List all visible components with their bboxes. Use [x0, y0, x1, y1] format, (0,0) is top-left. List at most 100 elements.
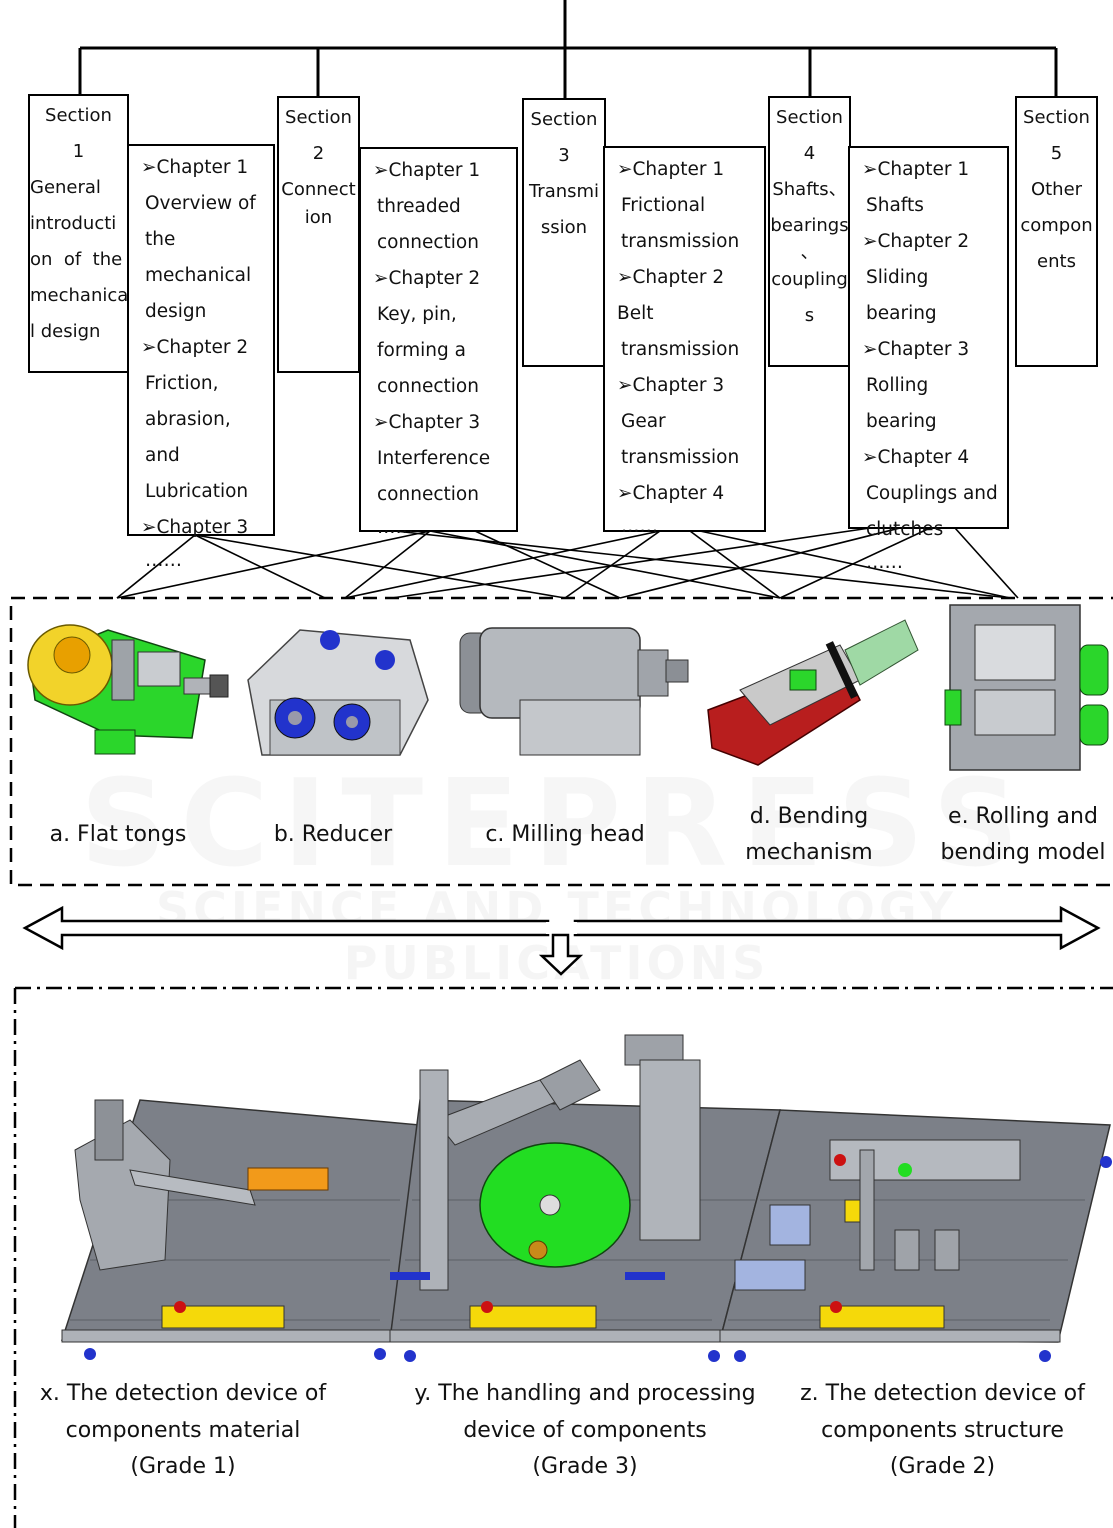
chapter-desc: Overview of: [141, 186, 269, 222]
caption-line: c. Milling head: [485, 822, 644, 847]
chapter-title: ➢Chapter 4: [617, 476, 760, 512]
chapter-desc: the: [141, 222, 269, 258]
section-title-line: l design: [30, 314, 127, 350]
section-title-line: s: [770, 298, 849, 334]
chapter-ellipsis: ……: [617, 512, 760, 542]
section-title-line: compon: [1017, 208, 1096, 244]
chapter-title: ➢Chapter 2: [862, 224, 1003, 260]
caption-line: mechanism: [724, 835, 894, 871]
bending-mechanism-icon: [708, 620, 918, 765]
chapter-desc: design: [141, 294, 269, 330]
chapter-ellipsis: ……: [141, 546, 269, 576]
chapter-desc: Gear: [617, 404, 760, 440]
chapter-desc: mechanical: [141, 258, 269, 294]
model-caption-a: a. Flat tongs: [28, 817, 208, 853]
chapter-list-1: ➢Chapter 1 Overview of the mechanical de…: [127, 144, 275, 536]
caption-line: y. The handling and processing: [405, 1376, 765, 1413]
chapter-title: ➢Chapter 3: [373, 405, 512, 441]
section-box-2: Section 2 Connect ion: [277, 96, 360, 373]
caption-line: b. Reducer: [274, 822, 392, 847]
device-caption-y: y. The handling and processing device of…: [405, 1376, 765, 1486]
device-caption-z: z. The detection device of components st…: [790, 1376, 1095, 1486]
section-title-line: Connect: [279, 172, 358, 208]
reducer-icon: [248, 630, 428, 755]
section-label: Section: [770, 100, 849, 136]
caption-line: e. Rolling and: [933, 799, 1113, 835]
chapter-desc: Friction,: [141, 366, 269, 402]
down-arrow-icon: [542, 935, 580, 974]
section-number: 1: [30, 134, 127, 170]
chapter-desc: connection: [373, 225, 512, 261]
section-number: 5: [1017, 136, 1096, 172]
model-caption-e: e. Rolling and bending model: [933, 799, 1113, 871]
section-label: Section: [1017, 100, 1096, 136]
section-title-line: Other: [1017, 172, 1096, 208]
caption-line: (Grade 1): [38, 1449, 328, 1486]
chapter-title: ➢Chapter 2: [141, 330, 269, 366]
chapter-desc: threaded: [373, 189, 512, 225]
section-label: Section: [279, 100, 358, 136]
chapter-desc: Rolling bearing: [862, 368, 1003, 440]
chapter-ellipsis: ……: [373, 513, 512, 543]
chapter-desc: forming a: [373, 333, 512, 369]
caption-line: (Grade 3): [405, 1449, 765, 1486]
caption-line: z. The detection device of: [790, 1376, 1095, 1413]
caption-line: a. Flat tongs: [50, 822, 187, 847]
section-box-5: Section 5 Other compon ents: [1015, 96, 1098, 367]
milling-head-icon: [460, 628, 688, 755]
section-title-line: coupling: [770, 262, 849, 298]
device-platform-illustration: [62, 1035, 1112, 1362]
device-caption-x: x. The detection device of components ma…: [38, 1376, 328, 1486]
chapter-list-4: ➢Chapter 1 Shafts ➢Chapter 2 Sliding bea…: [848, 146, 1009, 529]
chapter-desc: Lubrication: [141, 474, 269, 510]
chapter-list-3: ➢Chapter 1 Frictional transmission ➢Chap…: [603, 146, 766, 532]
chapter-title: ➢Chapter 2: [373, 261, 512, 297]
section-number: 4: [770, 136, 849, 172]
chapter-desc: abrasion, and: [141, 402, 269, 474]
chapter-desc: connection: [373, 369, 512, 405]
chapter-desc: Shafts: [862, 188, 1003, 224]
section-title-line: Transmi: [524, 174, 604, 210]
chapter-desc: Couplings and: [862, 476, 1003, 512]
section-title-line: Shafts、: [770, 172, 849, 208]
chapter-title: ➢Chapter 1: [373, 153, 512, 189]
chapter-title: ➢Chapter 3: [141, 510, 269, 546]
chapter-title: ➢Chapter 2 Belt: [617, 260, 760, 332]
chapter-title: ➢Chapter 1: [617, 152, 760, 188]
section-number: 2: [279, 136, 358, 172]
caption-line: (Grade 2): [790, 1449, 1095, 1486]
section-number: 3: [524, 138, 604, 174]
section-label: Section: [30, 98, 127, 134]
chapter-desc: transmission: [617, 440, 760, 476]
tree-connector: [80, 0, 1056, 99]
section-title-line: ssion: [524, 210, 604, 246]
section-title-line: introducti: [30, 206, 127, 242]
chapter-desc: Interference: [373, 441, 512, 477]
section-title-line: bearings: [770, 208, 849, 244]
chapter-desc: transmission: [617, 224, 760, 260]
section-title-line: mechanica: [30, 278, 127, 314]
rolling-bending-icon: [945, 605, 1108, 770]
chapter-title: ➢Chapter 1: [862, 152, 1003, 188]
caption-line: device of components: [405, 1413, 765, 1450]
section-title-line: ents: [1017, 244, 1096, 280]
section-box-4: Section 4 Shafts、 bearings 、 coupling s: [768, 96, 851, 367]
chapter-ellipsis: ……: [862, 548, 1003, 578]
section-label: Section: [524, 102, 604, 138]
chapter-desc: Key, pin,: [373, 297, 512, 333]
chapter-desc: transmission: [617, 332, 760, 368]
chapter-title: ➢Chapter 1: [141, 150, 269, 186]
caption-line: x. The detection device of: [38, 1376, 328, 1413]
model-caption-c: c. Milling head: [470, 817, 660, 853]
caption-line: d. Bending: [724, 799, 894, 835]
section-title-line: ion: [279, 208, 358, 228]
model-caption-b: b. Reducer: [248, 817, 418, 853]
section-title-line: on of the: [30, 242, 127, 278]
chapter-desc: connection: [373, 477, 512, 513]
section-box-1: Section 1 General introducti on of the m…: [28, 94, 129, 373]
chapter-title: ➢Chapter 4: [862, 440, 1003, 476]
flat-tongs-icon: [28, 625, 228, 754]
chapter-desc: Sliding bearing: [862, 260, 1003, 332]
caption-line: components material: [38, 1413, 328, 1450]
